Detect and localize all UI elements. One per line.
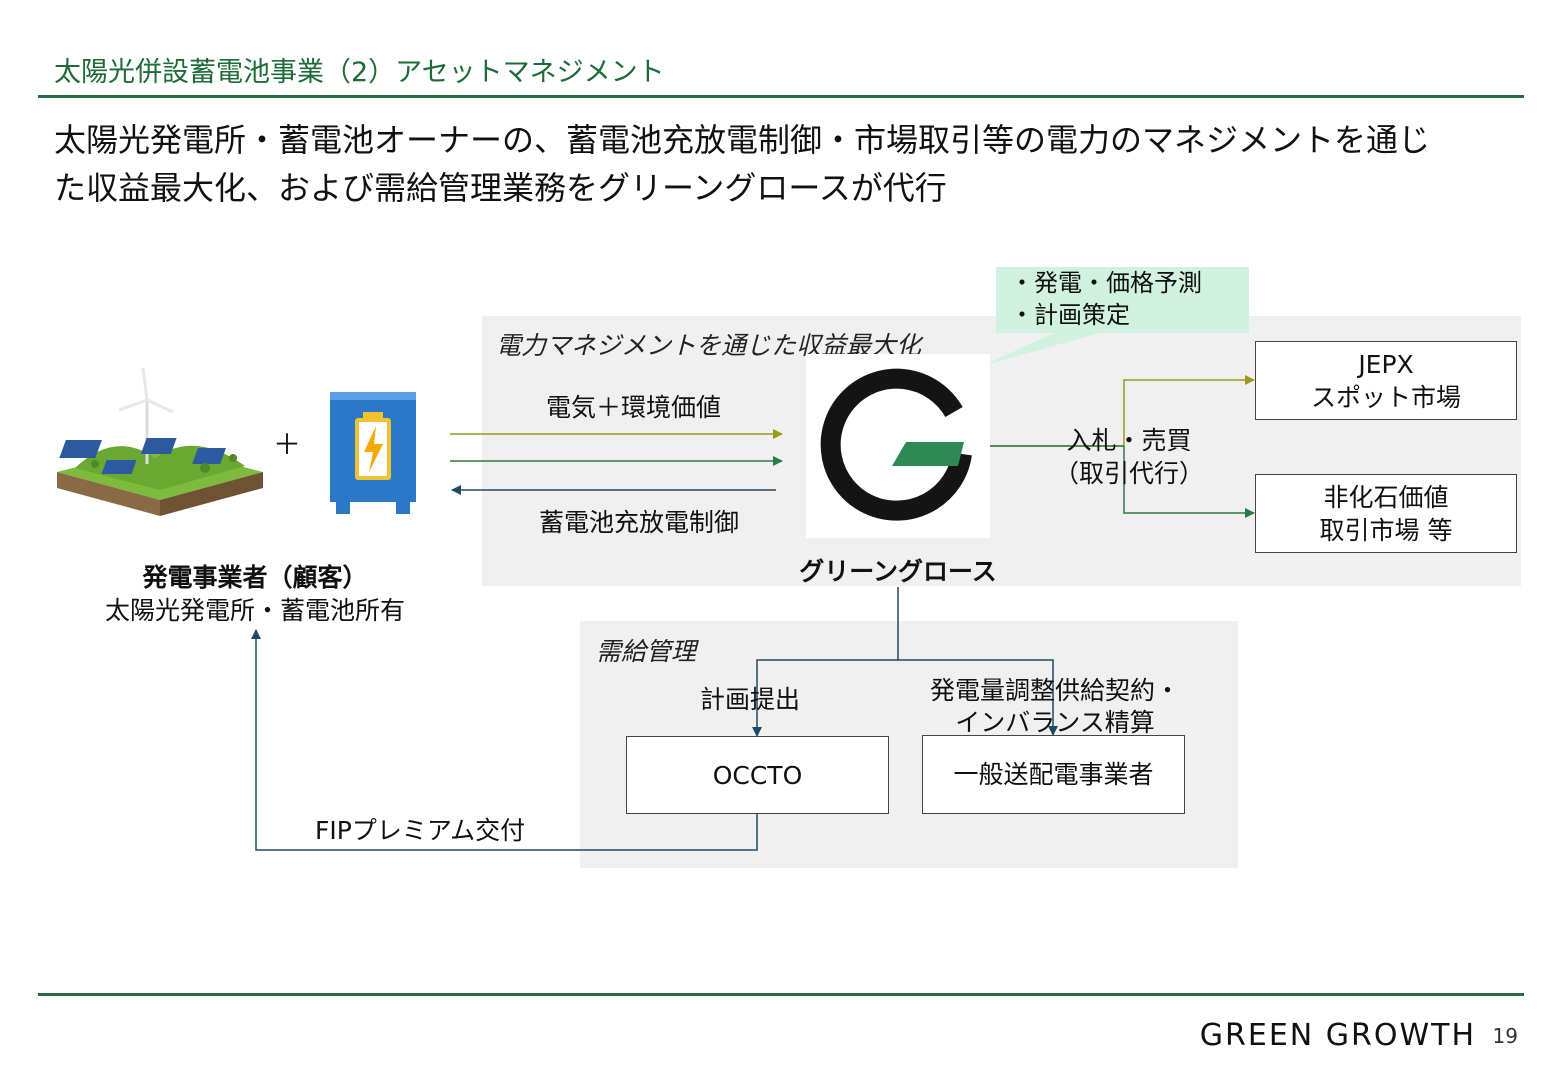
page-number: 19: [1492, 1024, 1518, 1048]
company-logo-box: [806, 354, 990, 538]
trade-label: 入札・売買: [1066, 426, 1192, 455]
headline-line-1: 太陽光発電所・蓄電池オーナーの、蓄電池充放電制御・市場取引等の電力のマネジメント…: [54, 121, 1431, 159]
headline-line-2: た収益最大化、および需給管理業務をグリーングロースが代行: [54, 169, 947, 207]
bubble-tail: [982, 330, 1110, 366]
headline: 太陽光発電所・蓄電池オーナーの、蓄電池充放電制御・市場取引等の電力のマネジメント…: [54, 116, 1514, 212]
solar-farm-icon: [57, 367, 263, 516]
forecast-bubble: ・発電・価格予測 ・計画策定: [996, 267, 1249, 333]
arrow-to-nonfossil: [1123, 446, 1255, 518]
battery-icon: [330, 392, 416, 514]
bubble-line-2: ・計画策定: [1010, 301, 1130, 329]
market-nonfossil-line-1: 非化石価値: [1323, 482, 1449, 512]
market-box-nonfossil: 非化石価値 取引市場 等: [1255, 474, 1517, 553]
market-box-jepx: JEPX スポット市場: [1255, 341, 1517, 420]
arrow-to-tso: [898, 659, 1058, 736]
market-nonfossil-line-2: 取引市場 等: [1319, 515, 1453, 545]
section-title: 太陽光併設蓄電池事業（2）アセットマネジメント: [54, 57, 665, 88]
supply-panel-label: 需給管理: [596, 637, 697, 666]
battery-illustration: [330, 392, 416, 514]
company-name: グリーングロース: [799, 557, 997, 586]
contract-label: 発電量調整供給契約・: [929, 676, 1180, 705]
flow-control-label: 蓄電池充放電制御: [539, 508, 740, 537]
header-divider: [38, 95, 1524, 98]
arrow-to-occto: [752, 587, 899, 737]
customer-title: 発電事業者（顧客）: [142, 563, 368, 592]
market-jepx-line-2: スポット市場: [1310, 382, 1461, 412]
tso-label: 一般送配電事業者: [953, 760, 1154, 789]
arrow-fip-premium: [251, 629, 758, 851]
imbalance-label: インバランス精算: [955, 708, 1155, 737]
occto-box: OCCTO: [626, 736, 889, 814]
occto-label: OCCTO: [712, 760, 803, 790]
customer-subtitle: 太陽光発電所・蓄電池所有: [104, 596, 405, 625]
market-jepx-line-1: JEPX: [1358, 349, 1414, 379]
green-growth-logo-icon: [820, 368, 972, 521]
fip-premium-label: FIPプレミアム交付: [315, 816, 526, 845]
flow-electricity-label: 電気＋環境価値: [546, 393, 722, 422]
footer-divider: [38, 993, 1524, 996]
trade-sublabel: （取引代行）: [1054, 459, 1205, 488]
bubble-line-1: ・発電・価格予測: [1010, 269, 1202, 297]
solar-farm-illustration: [55, 360, 265, 520]
tso-box: 一般送配電事業者: [922, 735, 1185, 814]
brand-logo: GREEN GROWTH: [1199, 1018, 1476, 1053]
plus-sign: ＋: [273, 428, 302, 461]
plan-submit-label: 計画提出: [700, 685, 801, 714]
